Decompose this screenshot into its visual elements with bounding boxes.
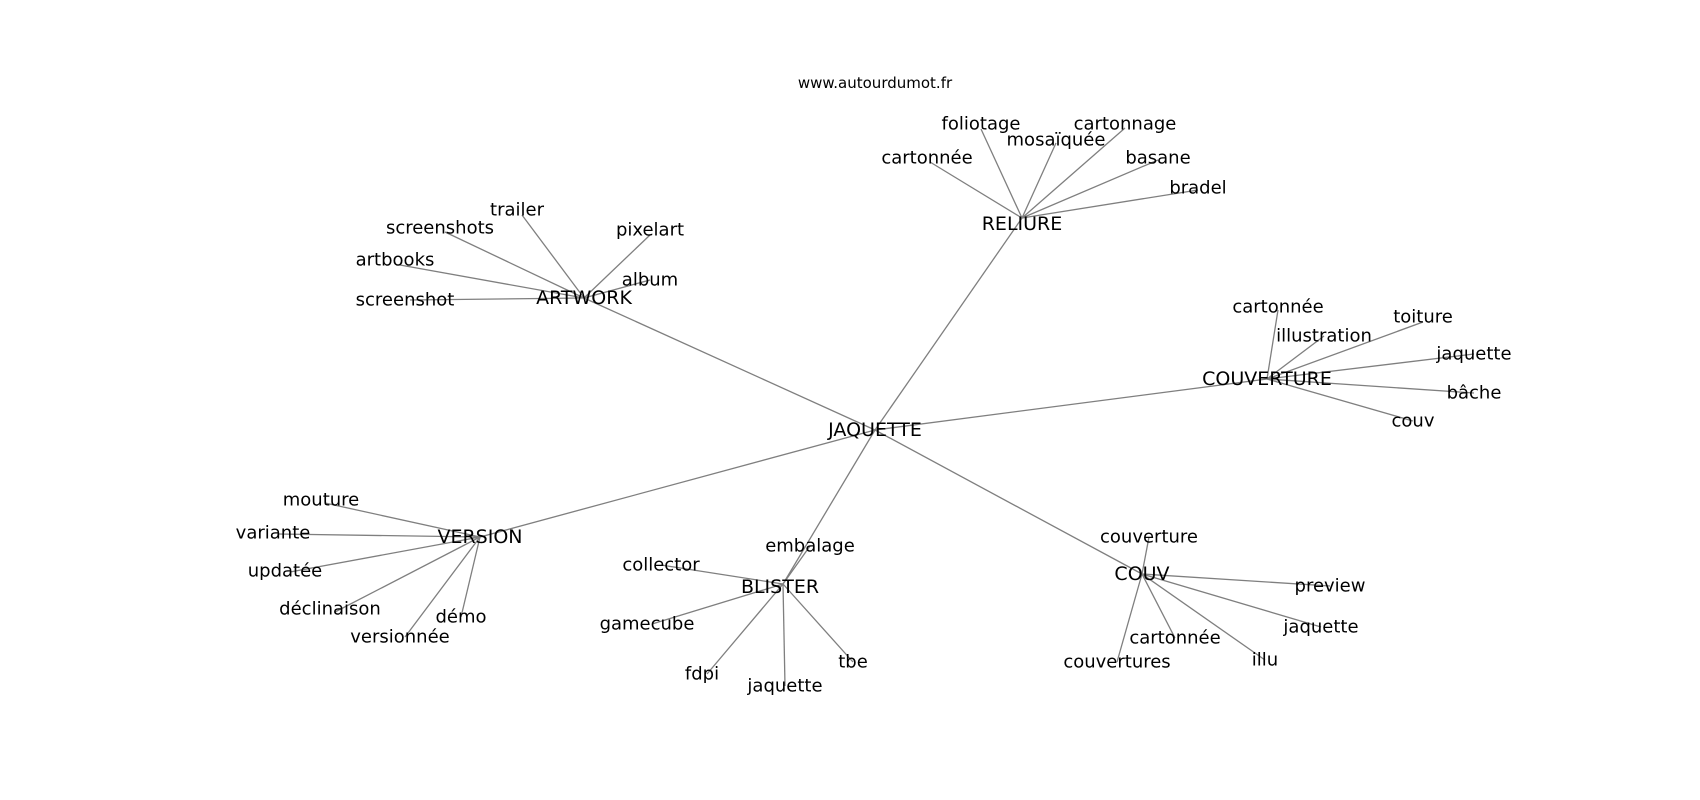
edge-couv-2 (1141, 573, 1322, 628)
edge-center-version (479, 429, 876, 538)
node-couv-child-0: couverture (1100, 527, 1198, 548)
node-couverture-child-4: bâche (1447, 383, 1502, 404)
edge-couverture-4 (1266, 378, 1475, 394)
node-version-child-1: variante (236, 523, 311, 544)
edge-couv-3 (1141, 573, 1176, 639)
node-couverture-child-5: couv (1392, 411, 1435, 432)
node-couv-child-3: cartonnée (1129, 628, 1220, 649)
edge-center-couverture (874, 378, 1268, 431)
node-reliure-child-1: mosaïquée (1007, 130, 1106, 151)
edge-couv-5 (1141, 573, 1266, 661)
node-couv-child-4: couvertures (1063, 652, 1170, 673)
edge-reliure-5 (1021, 189, 1199, 219)
edge-blister-3 (706, 583, 784, 675)
node-hub-version: VERSION (437, 526, 522, 548)
edge-center-reliure (874, 217, 1023, 431)
node-blister-child-3: fdpi (685, 664, 719, 685)
edge-artwork-1 (444, 231, 585, 299)
edge-blister-0 (782, 545, 811, 585)
edge-center-blister (782, 429, 876, 585)
edge-artwork-0 (521, 214, 585, 299)
edges-layer (277, 127, 1475, 687)
node-reliure-child-0: foliotage (942, 114, 1021, 135)
edge-version-2 (289, 536, 481, 573)
node-couverture-child-1: toiture (1393, 307, 1453, 328)
node-blister-child-2: gamecube (600, 614, 695, 635)
edge-reliure-2 (1021, 127, 1126, 219)
edge-version-1 (277, 533, 481, 538)
node-version-child-4: démo (435, 607, 486, 628)
edge-version-3 (334, 536, 481, 613)
node-version-child-0: mouture (283, 490, 360, 511)
edge-version-5 (404, 536, 481, 638)
node-artwork-child-1: screenshots (386, 218, 494, 239)
node-hub-couv: COUV (1114, 563, 1169, 585)
node-reliure-child-5: bradel (1169, 178, 1226, 199)
edge-reliure-0 (980, 128, 1023, 219)
node-reliure-child-3: cartonnée (881, 148, 972, 169)
edge-blister-1 (660, 564, 784, 585)
site-watermark: www.autourdumot.fr (798, 74, 953, 92)
node-couverture-child-3: jaquette (1435, 344, 1511, 365)
edge-couverture-5 (1266, 378, 1414, 422)
node-couverture-child-2: illustration (1276, 326, 1372, 347)
node-center: JAQUETTE (827, 419, 922, 441)
edge-reliure-4 (1021, 159, 1159, 219)
edge-couverture-1 (1266, 321, 1424, 380)
edge-blister-4 (782, 583, 786, 687)
node-blister-child-4: jaquette (746, 676, 822, 697)
edge-artwork-2 (583, 234, 651, 299)
node-version-child-5: versionnée (350, 627, 449, 648)
edge-couverture-2 (1266, 335, 1325, 380)
node-blister-child-0: embalage (765, 536, 855, 557)
node-reliure-child-4: basane (1125, 148, 1190, 169)
edge-center-couv (874, 429, 1143, 575)
edge-center-artwork (583, 297, 876, 431)
edge-artwork-5 (409, 297, 585, 301)
node-couverture-child-0: cartonnée (1232, 297, 1323, 318)
node-blister-child-1: collector (622, 555, 700, 576)
edge-couverture-0 (1266, 309, 1279, 380)
node-artwork-child-0: trailer (490, 200, 545, 221)
edge-couv-4 (1116, 573, 1143, 663)
edge-artwork-3 (399, 264, 585, 299)
edge-artwork-4 (583, 279, 651, 299)
node-couv-child-5: illu (1252, 650, 1278, 671)
node-version-child-2: updatée (248, 561, 323, 582)
edge-blister-5 (782, 583, 854, 663)
node-hub-blister: BLISTER (741, 576, 819, 598)
node-hub-artwork: ARTWORK (536, 287, 632, 309)
node-couv-child-2: jaquette (1282, 617, 1358, 638)
node-couv-child-1: preview (1295, 576, 1366, 597)
node-artwork-child-5: screenshot (356, 290, 455, 311)
node-artwork-child-4: album (622, 270, 678, 291)
node-hub-couverture: COUVERTURE (1202, 368, 1332, 390)
edge-couv-1 (1141, 573, 1331, 587)
edge-couv-0 (1141, 536, 1150, 575)
edge-version-0 (324, 502, 481, 538)
edge-version-4 (460, 536, 481, 618)
node-artwork-child-3: artbooks (356, 250, 435, 271)
node-version-child-3: déclinaison (279, 599, 381, 620)
node-hub-reliure: RELIURE (982, 213, 1063, 235)
edge-couverture-3 (1266, 353, 1475, 380)
edge-reliure-1 (1021, 142, 1057, 219)
edge-reliure-3 (929, 161, 1023, 219)
node-blister-child-5: tbe (838, 652, 868, 673)
node-artwork-child-2: pixelart (616, 220, 684, 241)
edge-blister-2 (651, 583, 784, 625)
node-reliure-child-2: cartonnage (1074, 114, 1177, 135)
